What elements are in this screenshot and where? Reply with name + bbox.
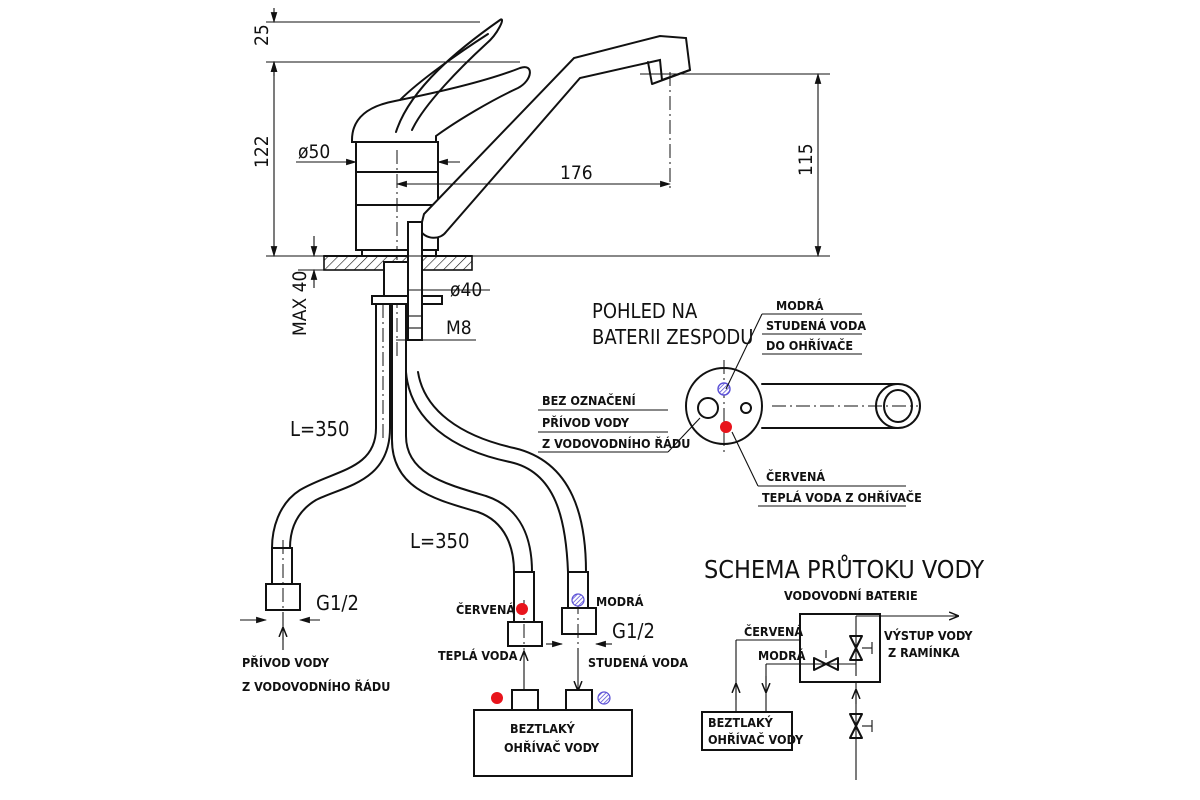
dim-spout-height: 115	[795, 143, 817, 176]
spout	[418, 34, 692, 239]
schema-heater-2: OHŘÍVAČ VODY	[708, 732, 804, 747]
hose-fittings	[265, 540, 597, 656]
dim-height-body: 122	[251, 135, 273, 168]
rod-hole	[740, 402, 752, 414]
schema-outlet-1: VÝSTUP VODY	[884, 628, 973, 643]
faucet-side-view	[265, 18, 692, 656]
blue-marker-hose	[571, 593, 585, 607]
cold-water-label: STUDENÁ VODA	[588, 655, 688, 670]
red-marker-bottom	[720, 421, 732, 433]
schema-blue-label: MODRÁ	[758, 648, 806, 663]
blue-label-1: MODRÁ	[776, 298, 824, 313]
faucet-body	[355, 141, 439, 360]
schema-heater-box	[701, 711, 793, 751]
plain-label-1: BEZ OZNAČENÍ	[542, 393, 636, 408]
heater: BEZTLAKÝ OHŘÍVAČ VODY	[473, 689, 633, 777]
red-tag-label: ČERVENÁ	[456, 602, 515, 617]
blue-label-3: DO OHŘÍVAČE	[766, 338, 853, 353]
blue-label-2: STUDENÁ VODA	[766, 318, 866, 333]
dimension-lines	[240, 8, 830, 648]
blue-marker-heater	[597, 691, 611, 705]
inlet-label-1: PŘÍVOD VODY	[242, 655, 330, 670]
schema-title: SCHEMA PRŮTOKU VODY	[704, 554, 984, 584]
bottom-view-spout	[761, 383, 921, 429]
dim-thread-left: G1/2	[316, 591, 359, 615]
red-marker-hose	[516, 603, 528, 615]
schema-faucet-label: VODOVODNÍ BATERIE	[784, 588, 918, 603]
bottom-view: POHLED NA BATERII ZESPODU MODRÁ STUDENÁ …	[538, 298, 922, 507]
dim-thread-rod: M8	[446, 317, 472, 339]
plain-label-2: PŘÍVOD VODY	[542, 415, 630, 430]
dimension-labels: 25 122 ø50 176 115 MAX 40 ø40 M8 L=350 L…	[251, 24, 817, 643]
lever-handle	[351, 18, 531, 143]
inlet-label-2: Z VODOVODNÍHO ŘÁDU	[242, 679, 390, 694]
mounting-hardware	[361, 221, 443, 341]
red-marker-heater	[491, 692, 503, 704]
heater-label-1: BEZTLAKÝ	[510, 721, 576, 736]
schema-heater-1: BEZTLAKÝ	[708, 715, 774, 730]
plain-label-3: Z VODOVODNÍHO ŘÁDU	[542, 436, 690, 451]
flow-schema: SCHEMA PRŮTOKU VODY VODOVODNÍ BATERIE ČE…	[701, 554, 984, 780]
dim-max-counter: MAX 40	[289, 271, 311, 336]
dim-diameter-body: ø50	[298, 141, 330, 163]
dim-height-top: 25	[251, 24, 273, 46]
connection-labels: PŘÍVOD VODY Z VODOVODNÍHO ŘÁDU ČERVENÁ M…	[242, 594, 688, 777]
schema-outlet-2: Z RAMÍNKA	[888, 645, 960, 660]
flexible-hoses	[271, 303, 587, 573]
dim-diameter-hole: ø40	[450, 279, 482, 301]
hot-water-label: TEPLÁ VODA	[438, 648, 518, 663]
red-label-2: TEPLÁ VODA Z OHŘÍVAČE	[762, 490, 922, 505]
heater-label-2: OHŘÍVAČ VODY	[504, 740, 600, 755]
red-label-1: ČERVENÁ	[766, 469, 825, 484]
schema-red-label: ČERVENÁ	[744, 624, 803, 639]
dim-thread-right: G1/2	[612, 619, 655, 643]
plain-inlet-hole	[697, 397, 719, 419]
bottom-view-title-1: POHLED NA	[592, 299, 698, 323]
blue-tag-label: MODRÁ	[596, 594, 644, 609]
dim-hose-length-right: L=350	[410, 529, 469, 553]
dim-hose-length-left: L=350	[290, 417, 349, 441]
bottom-view-title-2: BATERII ZESPODU	[592, 325, 753, 349]
dim-spout-reach: 176	[560, 162, 593, 184]
